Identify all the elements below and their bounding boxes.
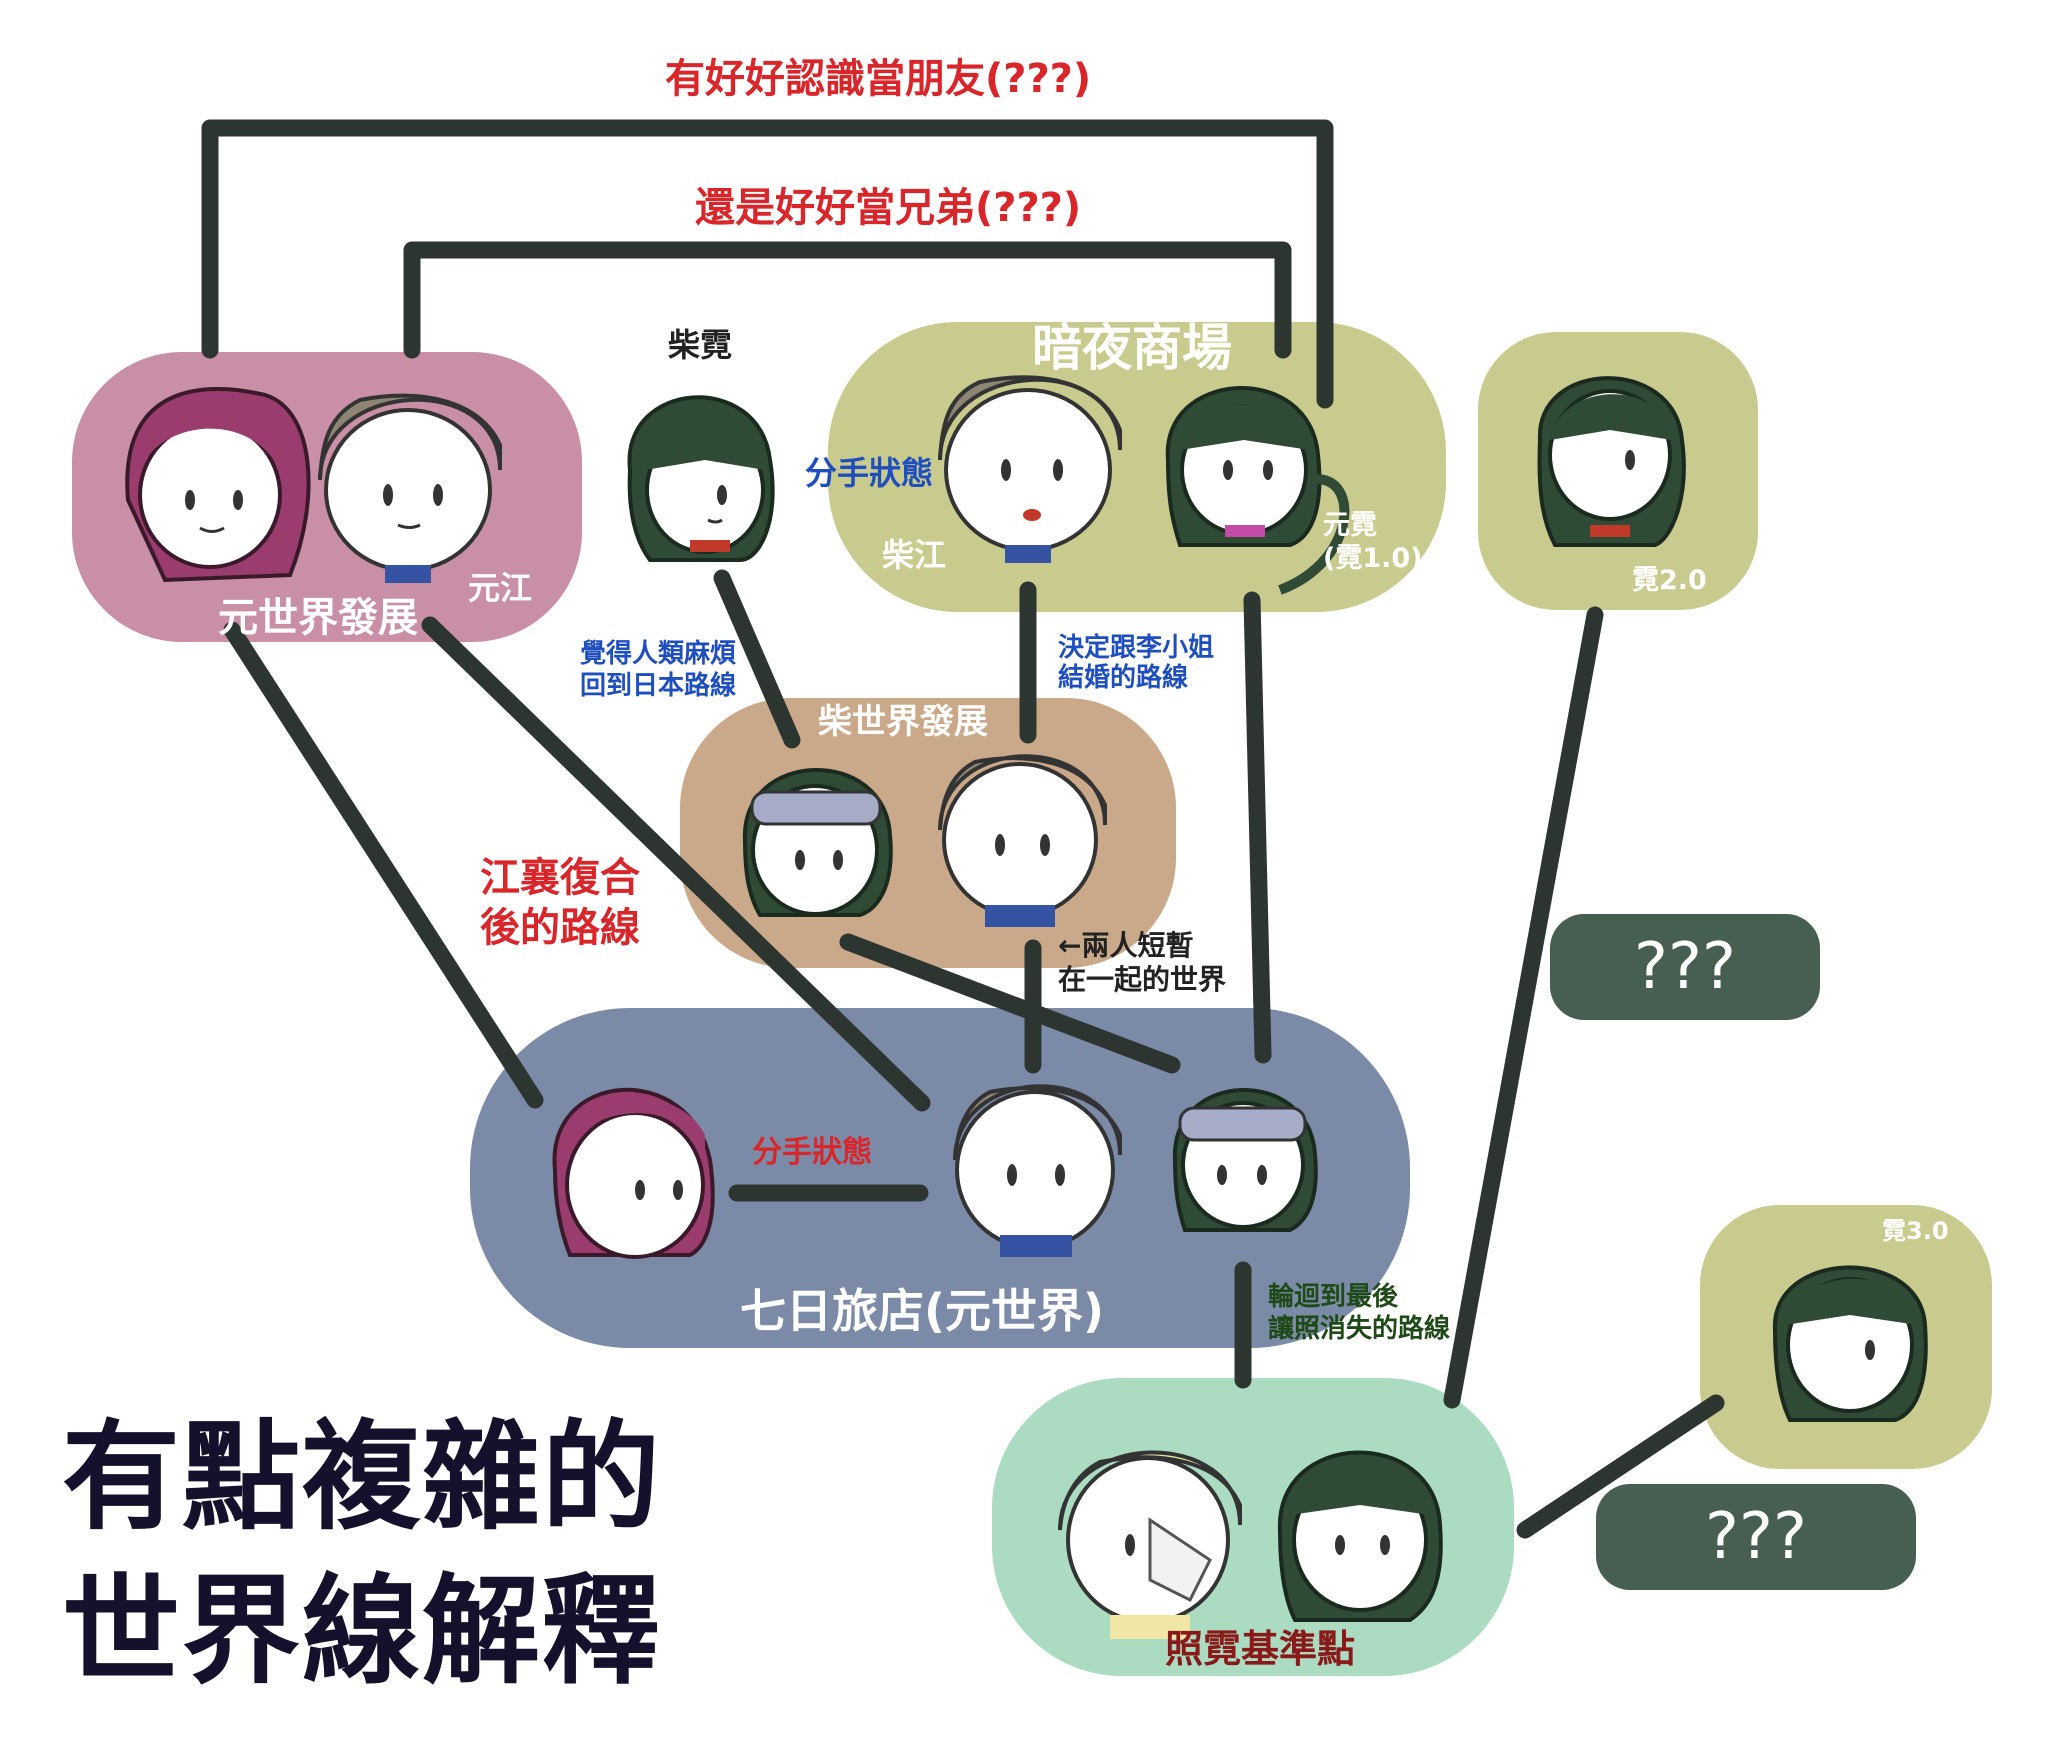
- avatar-pink-hair-hotel: [552, 1087, 715, 1259]
- label-chai-ni-standalone: 柴霓: [668, 326, 733, 364]
- label-yuan-ni-version: (霓1.0): [1323, 543, 1423, 574]
- label-ni3: 霓3.0: [1882, 1217, 1949, 1245]
- label-seven-day-hotel: 七日旅店(元世界): [740, 1284, 1105, 1338]
- label-marry-1: 決定跟李小姐: [1058, 633, 1215, 663]
- label-jiang-reunion-2: 後的路線: [480, 905, 640, 951]
- label-chai-world: 柴世界發展: [818, 702, 988, 742]
- line-top-bracket: [201, 119, 1334, 409]
- line-market-to-hotel-right: [1243, 591, 1272, 1064]
- avatar-yuan-ni-market: [1165, 386, 1350, 595]
- label-yuan-ni: 元霓: [1323, 510, 1377, 541]
- avatar-chai-ni-standalone: [627, 395, 775, 562]
- avatar-ni-2: [1537, 376, 1686, 547]
- avatar-chai-ni-headband: [742, 767, 893, 917]
- avatar-ni-3: [1772, 1265, 1928, 1422]
- label-ni2: 霓2.0: [1632, 565, 1707, 596]
- label-yuan-world: 元世界發展: [218, 595, 418, 641]
- avatar-chai-jiang-world: [938, 754, 1107, 927]
- label-reincarnation-1: 輪迴到最後: [1268, 1282, 1399, 1312]
- label-hotel-status: 分手狀態: [752, 1135, 872, 1170]
- avatar-pink-hair-yuan: [125, 387, 311, 583]
- avatar-brown-hair-yuan-jiang: [318, 393, 502, 583]
- line-chai-world-to-hotel-1: [839, 933, 1181, 1074]
- avatar-chai-jiang-market: [938, 375, 1122, 563]
- blob-seven-day: [470, 1008, 1410, 1348]
- label-yuan-jiang: 元江: [468, 569, 533, 607]
- label-zhao-ni: 照霓基準點: [1165, 1627, 1356, 1671]
- line-zhao-to-ni3: [1516, 1394, 1725, 1539]
- avatar-ni-zhao: [1277, 1450, 1443, 1622]
- connector-lines: [201, 119, 1725, 1539]
- line-yuan-to-hotel-left: [223, 621, 544, 1109]
- label-human-trouble-2: 回到日本路線: [580, 671, 737, 701]
- label-top-link: 有好好認識當朋友(???): [665, 56, 1092, 102]
- avatar-brown-hair-hotel: [953, 1084, 1122, 1257]
- line-yuan-to-hotel-mid: [421, 616, 931, 1112]
- avatar-chai-ni-hotel: [1172, 1088, 1318, 1232]
- line-chai-ni-to-chai-world: [713, 569, 801, 749]
- unknown-box-1: ???: [1550, 914, 1820, 1020]
- label-human-trouble-1: 覺得人類麻煩: [580, 639, 737, 669]
- label-reincarnation-2: 讓照消失的路線: [1268, 1314, 1451, 1344]
- title-line-1: 有點複雜的: [62, 1408, 663, 1546]
- label-brief-1: ←兩人短暫: [1058, 929, 1194, 962]
- label-marry-2: 結婚的路線: [1058, 663, 1189, 693]
- label-chai-jiang: 柴江: [882, 536, 947, 574]
- line-ni2-to-zhao: [1443, 606, 1604, 1409]
- label-night-market: 暗夜商場: [1032, 319, 1232, 377]
- label-market-status: 分手狀態: [805, 454, 934, 492]
- label-second-link: 還是好好當兄弟(???): [695, 185, 1082, 231]
- line-second-bracket: [403, 241, 1292, 359]
- label-brief-2: 在一起的世界: [1058, 963, 1227, 996]
- avatar-blonde-zhao: [1058, 1450, 1242, 1639]
- label-jiang-reunion-1: 江襄復合: [480, 855, 640, 901]
- unknown-box-2: ???: [1596, 1484, 1916, 1590]
- title-line-2: 世界線解釋: [62, 1562, 663, 1700]
